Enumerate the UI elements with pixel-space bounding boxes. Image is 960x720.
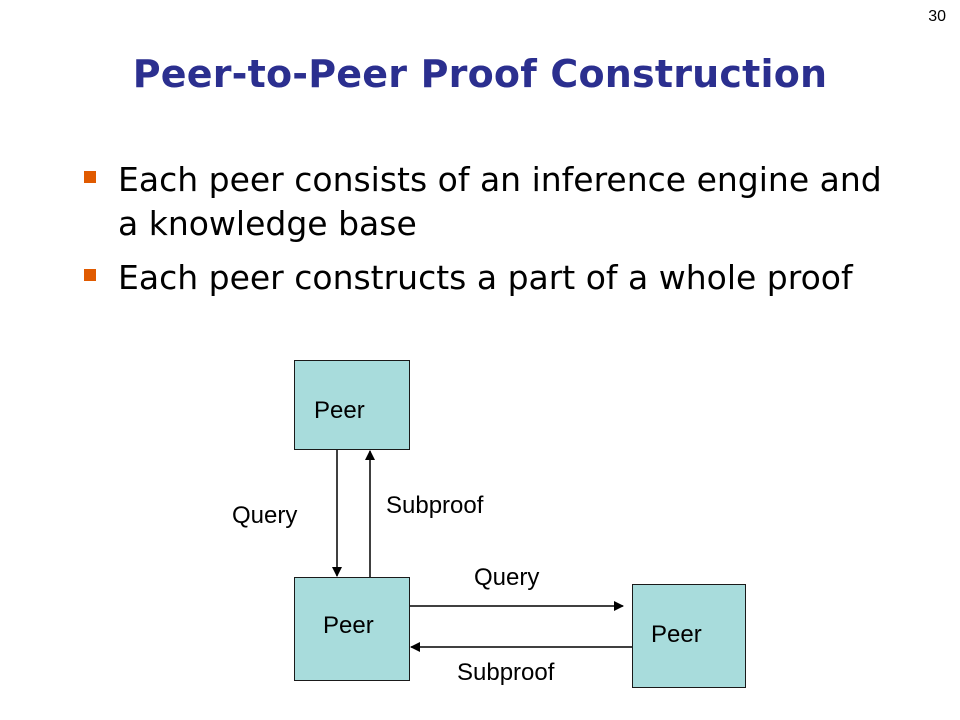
bullet-item: Each peer constructs a part of a whole p… — [82, 256, 882, 300]
slide-number: 30 — [928, 8, 946, 25]
square-bullet-icon — [84, 269, 96, 281]
bullet-text: Each peer consists of an inference engin… — [118, 160, 882, 243]
bullet-item: Each peer consists of an inference engin… — [82, 158, 882, 246]
square-bullet-icon — [84, 171, 96, 183]
bottom-left-peer-box — [294, 577, 410, 681]
bottom-right-peer-box — [632, 584, 746, 688]
bullet-text: Each peer constructs a part of a whole p… — [118, 258, 853, 297]
bottom-left-peer-label: Peer — [323, 612, 374, 639]
top-peer-label: Peer — [314, 397, 365, 424]
edge-label-subproof-vertical: Subproof — [386, 492, 484, 519]
bottom-right-peer-label: Peer — [651, 621, 702, 648]
bullet-list: Each peer consists of an inference engin… — [82, 158, 882, 310]
top-peer-box — [294, 360, 410, 450]
edge-label-subproof-horizontal: Subproof — [457, 659, 555, 686]
edge-label-query-horizontal: Query — [474, 564, 540, 591]
slide-title: Peer-to-Peer Proof Construction — [132, 52, 828, 96]
edge-label-query-vertical: Query — [232, 502, 298, 529]
